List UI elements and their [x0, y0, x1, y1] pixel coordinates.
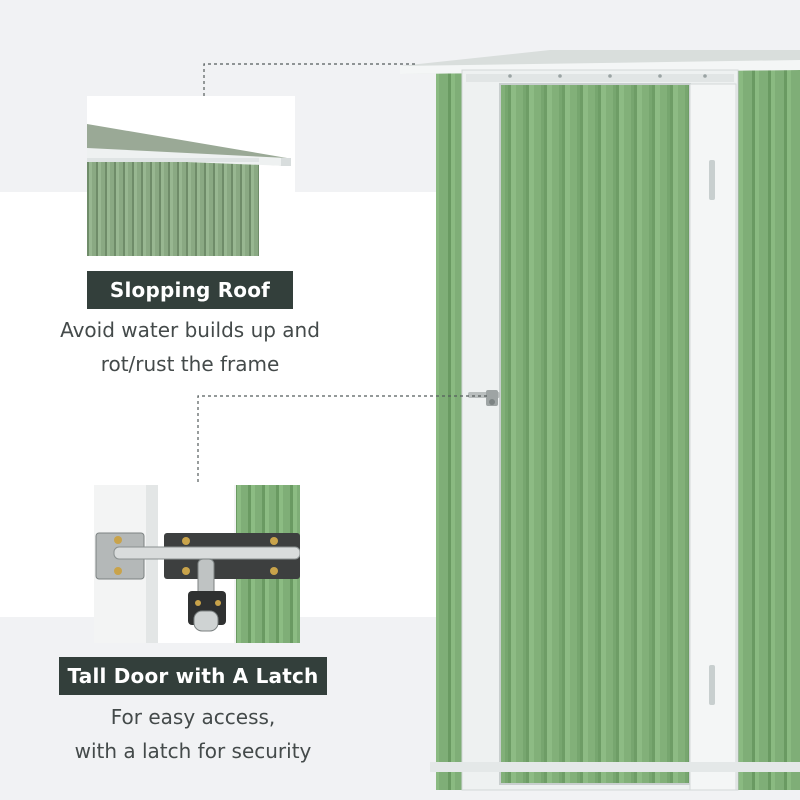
shed-side-wall — [436, 70, 466, 790]
roof-closeup-image — [87, 96, 295, 256]
feature-caption-door: For easy access, with a latch for securi… — [20, 700, 366, 768]
hinge-top — [709, 160, 715, 200]
caption-line: For easy access, — [110, 705, 276, 729]
feature-title-door: Tall Door with A Latch — [59, 657, 327, 695]
caption-line: rot/rust the frame — [100, 352, 280, 376]
feature-title-roof: Slopping Roof — [87, 271, 293, 309]
shed-door-image — [400, 50, 800, 791]
door-panel — [500, 84, 690, 784]
hinge-bottom — [709, 665, 715, 705]
latch-closeup-image — [94, 485, 300, 643]
leader-line-roof — [203, 63, 416, 96]
shed-right-wall — [736, 70, 800, 790]
caption-line: Avoid water builds up and — [60, 318, 320, 342]
caption-line: with a latch for security — [74, 739, 312, 763]
door-latch — [468, 390, 500, 406]
feature-caption-roof: Avoid water builds up and rot/rust the f… — [40, 313, 340, 381]
leader-line-latch — [197, 395, 488, 488]
